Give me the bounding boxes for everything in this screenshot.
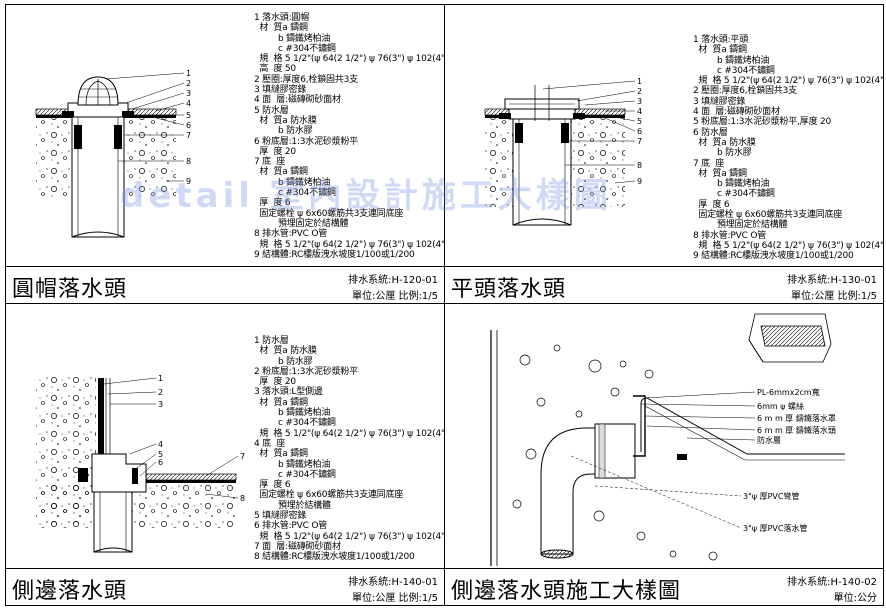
callout-label: 6 m m 厚 鑄鐵落水頭 [757, 425, 836, 435]
drawing-unit-scale: 單位:公厘 比例:1/5 [790, 291, 877, 302]
round-cap-drain-drawing: 1 2 3 4 5 6 7 8 9 [35, 69, 191, 238]
callout-label: 9 [186, 177, 191, 186]
title-block: 圓帽落水頭 排水系統:H-120-01 單位:公厘 比例:1/5 [6, 266, 444, 303]
callout-label: 1 [637, 77, 642, 86]
title-block: 平頭落水頭 排水系統:H-130-01 單位:公厘 比例:1/5 [445, 266, 883, 303]
callout-label: 2 [186, 79, 191, 88]
drawing-unit-scale: 單位:公厘 比例:1/5 [351, 291, 438, 302]
side-drain-construction-drawing: PL-6mmx2cm寬 6mm ψ 螺絲 6 m m 厚 鑄鐵落水罩 6 m m… [490, 313, 845, 566]
callout-label: 8 [186, 157, 191, 166]
callout-label: 4 [637, 107, 642, 116]
callout-label: 6 [186, 121, 191, 130]
callout-label: 7 [240, 452, 245, 461]
flat-head-drain-drawing: 1 2 3 4 5 6 7 8 9 [484, 77, 642, 226]
title-block: 側邊落水頭施工大樣圖 排水系統:H-140-02 單位:公分 [445, 568, 883, 605]
callout-label: 6 m m 厚 鑄鐵落水罩 [757, 413, 836, 423]
callout-label: 1 [158, 374, 163, 383]
callout-label: 1 [186, 69, 191, 78]
callout-label: 2 [637, 87, 642, 96]
callout-label: 3"ψ 厚PVC彎管 [743, 491, 799, 501]
drawing-code: 排水系統:H-140-02 [787, 577, 877, 588]
drawing-title: 側邊落水頭施工大樣圖 [451, 579, 682, 604]
callout-label: 4 [186, 99, 191, 108]
callout-label: 2 [158, 388, 163, 397]
drawing-unit-scale: 單位:公分 [833, 593, 877, 604]
drawing-code: 排水系統:H-120-01 [348, 275, 438, 286]
panel-side-drain: 1 2 3 4 5 6 7 8 1 防水層 材 質a 防水膜 b 防水膠 2 粉… [5, 303, 445, 606]
spec-notes: 1 防水層 材 質a 防水膜 b 防水膠 2 粉底層:1:3水泥砂漿粉平 厚 度… [254, 336, 445, 563]
callout-label: 9 [637, 177, 642, 186]
spec-notes: 1 落水頭:平頭 材 質a 鑄鋼 b 鑄鐵烤柏油 c #304不鏽鋼 規 格 5… [693, 35, 884, 262]
callout-label: 5 [186, 111, 191, 120]
callout-label: 8 [240, 494, 245, 503]
callout-label: 7 [186, 131, 191, 140]
callout-label: 防水層 [757, 435, 781, 445]
callout-label: 3"ψ 厚PVC落水管 [743, 523, 807, 533]
drawing-unit-scale: 單位:公厘 比例:1/5 [351, 593, 438, 604]
drawing-code: 排水系統:H-130-01 [787, 275, 877, 286]
callout-label: 3 [186, 89, 191, 98]
drawing-title: 側邊落水頭 [12, 579, 128, 604]
spec-notes: 1 落水頭:圓帽 材 質a 鑄鋼 b 鑄鐵烤柏油 c #304不鏽鋼 規 格 5… [254, 13, 445, 260]
watermark-text: detail 室內設計施工大樣圖 [120, 176, 612, 216]
callout-label: 5 [158, 450, 163, 459]
callout-label: 6 [637, 127, 642, 136]
panel-round-cap-drain: 1 2 3 4 5 6 7 8 9 1 落水頭:圓帽 材 質a 鑄鋼 b 鑄鐵烤… [5, 4, 445, 304]
title-block: 側邊落水頭 排水系統:H-140-01 單位:公厘 比例:1/5 [6, 568, 444, 605]
callout-label: 6 [158, 458, 163, 467]
drawing-title: 圓帽落水頭 [12, 277, 128, 302]
callout-label: 3 [637, 97, 642, 106]
callout-label: 3 [158, 400, 163, 409]
callout-label: 7 [637, 137, 642, 146]
panel-flat-head-drain: 1 2 3 4 5 6 7 8 9 1 落水頭:平頭 材 質a 鑄鋼 b 鑄鐵烤… [444, 4, 884, 304]
callout-label: 8 [637, 161, 642, 170]
drawing-title: 平頭落水頭 [451, 277, 567, 302]
callout-label: 5 [637, 117, 642, 126]
side-drain-drawing: 1 2 3 4 5 6 7 8 [36, 374, 245, 553]
callout-label: 4 [158, 440, 163, 449]
panel-side-drain-construction: PL-6mmx2cm寬 6mm ψ 螺絲 6 m m 厚 鑄鐵落水罩 6 m m… [444, 303, 884, 606]
drawing-code: 排水系統:H-140-01 [348, 577, 438, 588]
callout-label: PL-6mmx2cm寬 [757, 387, 820, 397]
callout-label: 6mm ψ 螺絲 [757, 401, 804, 411]
